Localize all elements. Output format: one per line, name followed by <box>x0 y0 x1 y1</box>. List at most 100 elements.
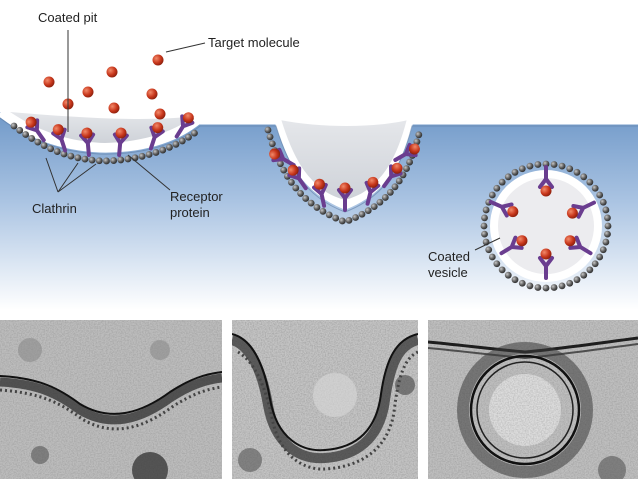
receptor-stalk <box>79 132 96 157</box>
clathrin-subunit <box>580 173 588 181</box>
clathrin-subunit <box>518 165 526 173</box>
clathrin-subunit <box>185 133 192 141</box>
clathrin-subunit <box>550 284 558 291</box>
clathrin-subunit <box>325 211 333 219</box>
bound-target-molecule <box>408 143 420 155</box>
clathrin-subunit <box>488 253 496 261</box>
clathrin-subunit <box>103 157 110 165</box>
target-molecules <box>43 54 166 120</box>
clathrin-subunit <box>534 161 542 168</box>
clathrin-subunit <box>280 166 288 174</box>
clathrin-subunit <box>518 279 526 287</box>
clathrin-subunit <box>124 155 132 163</box>
clathrin-subunit <box>481 214 488 222</box>
clathrin-subunit <box>558 162 566 170</box>
clathrin-subunit <box>47 145 55 153</box>
receptor-protein <box>287 164 308 191</box>
target-molecule <box>106 66 118 78</box>
target-molecule-leader <box>165 42 206 53</box>
coated-vesicle-leader <box>474 237 501 251</box>
clathrin-subunit <box>277 160 284 168</box>
receptor-protein <box>337 182 353 212</box>
clathrin-subunit <box>604 222 612 230</box>
bound-target-molecule <box>339 182 351 194</box>
clathrin-subunit <box>526 162 534 170</box>
clathrin-subunit <box>110 157 118 164</box>
plasma-membrane <box>0 110 638 210</box>
bound-target-molecule <box>25 116 37 128</box>
clathrin-subunit <box>358 210 366 218</box>
bound-target-molecule <box>566 207 578 219</box>
bound-target-molecule <box>391 162 403 174</box>
clathrin-subunit <box>485 246 493 254</box>
receptor-protein <box>393 142 420 162</box>
receptor-stalk <box>112 132 129 157</box>
receptor-protein <box>488 200 519 218</box>
extracellular-space <box>0 0 638 205</box>
clathrin-subunit <box>498 178 506 186</box>
clathrin-subunit <box>81 155 89 163</box>
clathrin-subunit <box>498 266 506 274</box>
clathrin-subunit <box>307 199 315 207</box>
receptor-protein <box>382 162 403 189</box>
clathrin-subunit <box>415 131 423 139</box>
micrograph-coated-vesicle <box>428 320 638 479</box>
receptor-stalk <box>51 127 68 153</box>
clathrin-subunit <box>573 276 581 284</box>
clathrin-leaders <box>45 157 97 193</box>
clathrin-subunit <box>573 168 581 176</box>
clathrin-subunit <box>268 140 276 148</box>
bound-target-molecule <box>287 164 299 176</box>
clathrin-subunit <box>596 191 604 199</box>
clathrin-subunit <box>413 138 421 146</box>
clathrin-subunit <box>16 126 24 134</box>
receptor-proteins <box>25 112 596 280</box>
clathrin-subunit <box>152 149 160 156</box>
receptor-stalk <box>538 165 554 189</box>
micrograph-coated-pit <box>0 320 222 479</box>
clathrin-subunit <box>67 152 75 160</box>
receptor-protein <box>269 147 296 167</box>
bound-target-molecule <box>564 235 576 247</box>
bound-target-molecule <box>269 148 281 160</box>
clathrin-subunit <box>391 183 399 191</box>
receptor-protein <box>51 124 68 153</box>
clathrin-subunit <box>264 126 272 134</box>
bound-target-molecule <box>314 178 326 190</box>
bound-target-molecule <box>367 176 379 188</box>
bound-target-molecule <box>115 127 127 139</box>
clathrin-subunit <box>395 177 403 185</box>
clathrin-subunit <box>406 158 413 166</box>
clathrin-subunit <box>586 178 594 186</box>
clathrin-subunit <box>376 198 384 206</box>
receptor-stalk <box>25 118 46 143</box>
clathrin-subunit <box>488 191 496 199</box>
receptor-protein <box>538 165 554 197</box>
receptor-protein <box>499 235 528 256</box>
clathrin-subunit <box>332 214 340 222</box>
receptor-stalk <box>271 147 296 167</box>
clathrin-subunit <box>511 168 519 176</box>
receptor-stalk <box>337 188 353 212</box>
clathrin-subunit <box>482 206 490 214</box>
clathrin-subunit <box>493 184 501 192</box>
clathrin-subunit <box>166 143 173 151</box>
clathrin-subunit <box>493 260 501 268</box>
receptor-protein <box>112 127 129 157</box>
clathrin-subunit <box>591 184 599 192</box>
clathrin-subunit <box>34 138 42 146</box>
coated-vesicle-label-2: vesicle <box>428 265 468 280</box>
bound-target-molecule <box>507 206 519 218</box>
clathrin-subunit <box>566 165 574 173</box>
clathrin-subunit <box>266 133 274 141</box>
clathrin-subunit <box>40 142 48 149</box>
target-molecule <box>146 88 158 100</box>
clathrin-subunit <box>602 238 610 246</box>
clathrin-subunit <box>480 222 488 230</box>
receptor-stalk <box>287 166 308 191</box>
target-molecule <box>82 86 94 98</box>
receptor-stalk <box>382 164 403 189</box>
clathrin-subunit <box>599 198 607 206</box>
clathrin-subunit <box>145 151 153 158</box>
